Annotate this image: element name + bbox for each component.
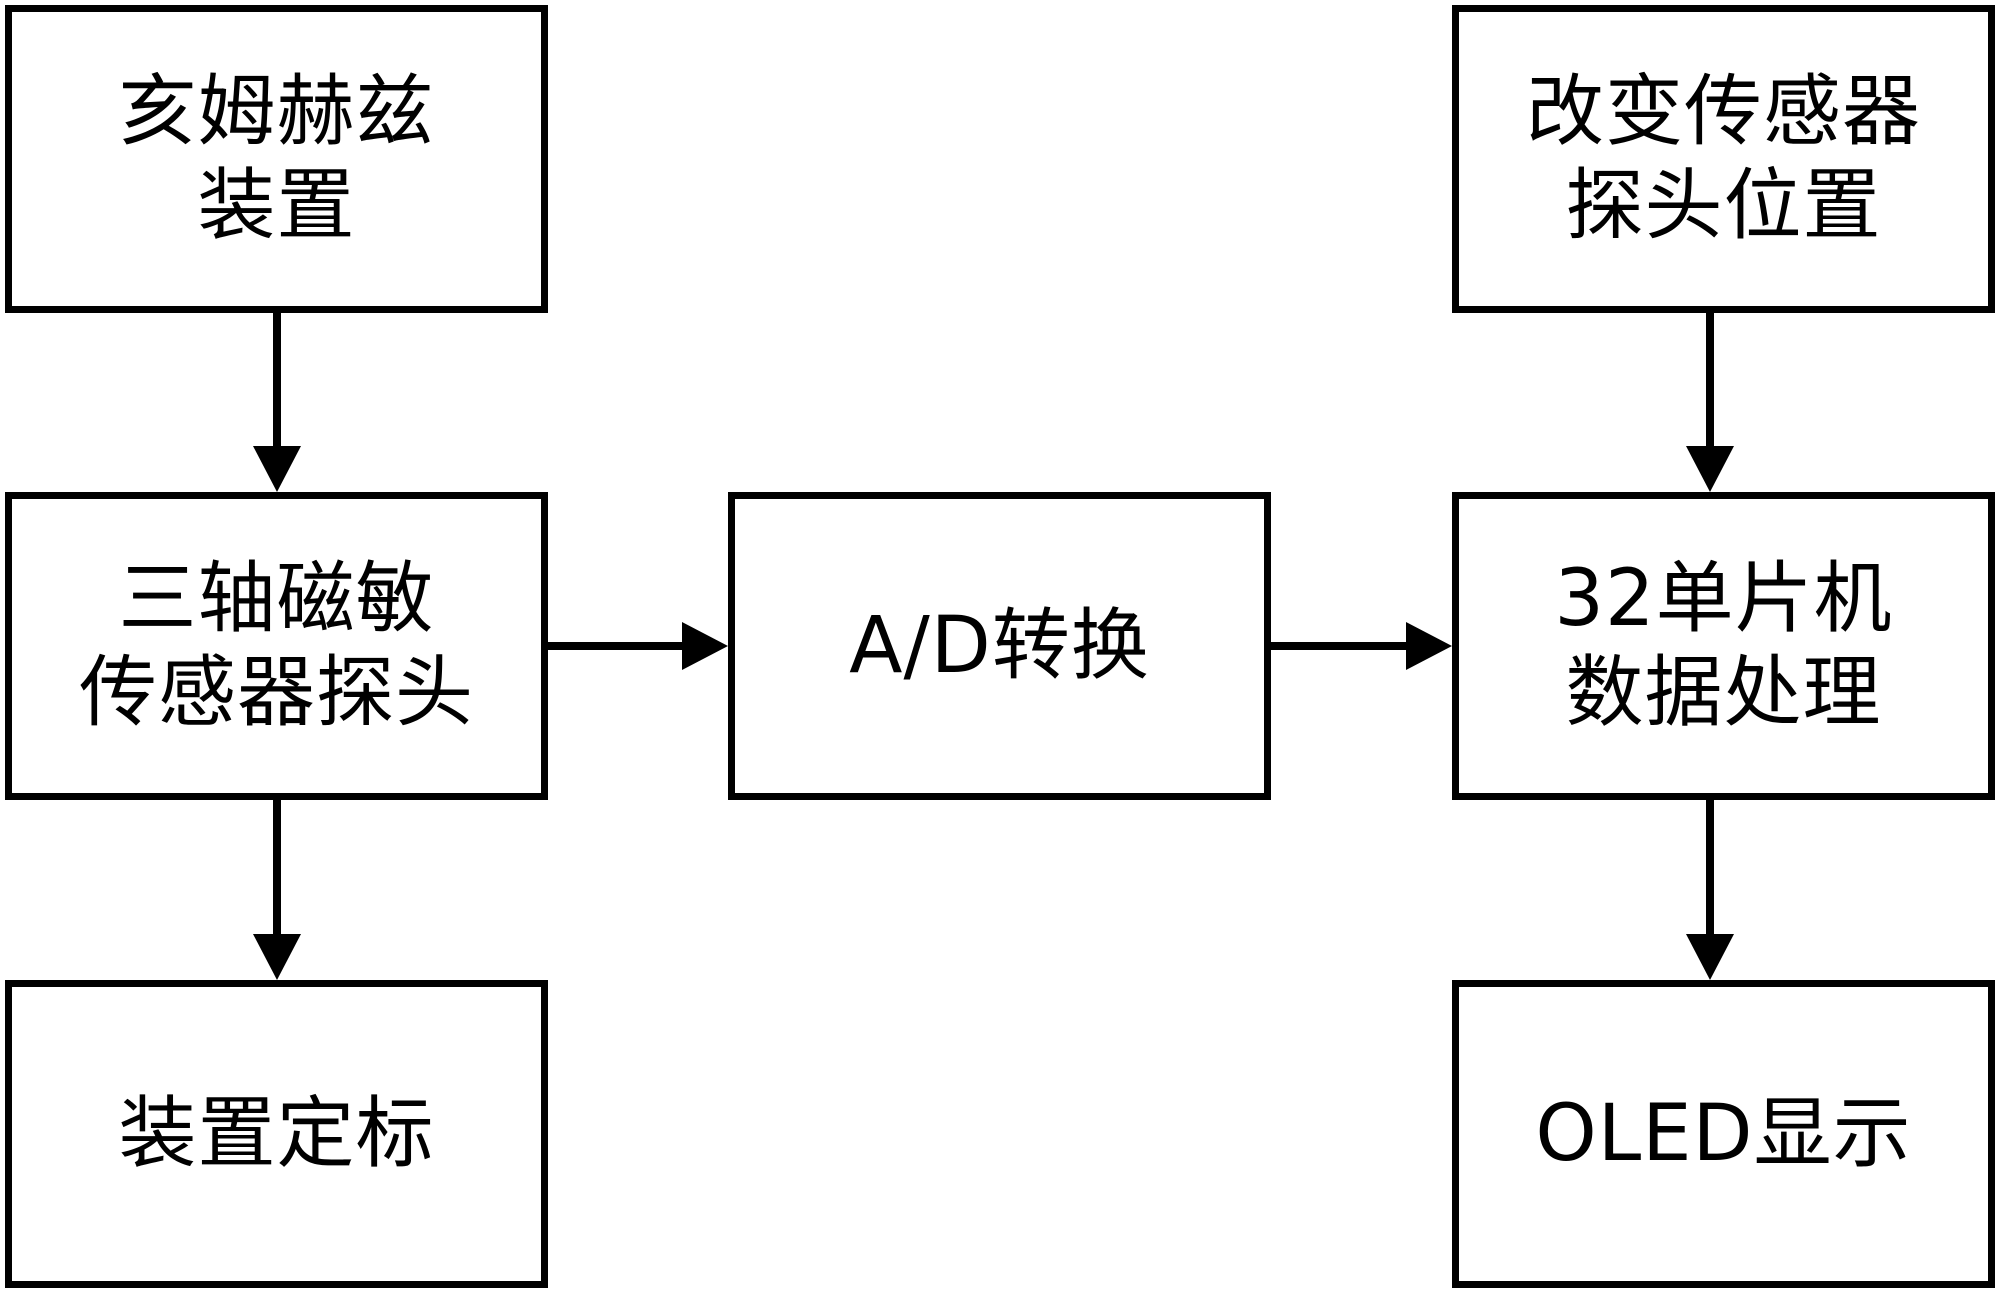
node-label-line: 数据处理 <box>1565 648 1882 738</box>
node-label-line: 传感器探头 <box>78 648 474 738</box>
arrow-sensor-probe-to-calibration <box>253 800 301 980</box>
node-label-line: 改变传感器 <box>1525 67 1921 157</box>
arrow-helmholtz-to-sensor-probe <box>253 313 301 492</box>
node-change-probe-position: 改变传感器 探头位置 <box>1452 5 1995 313</box>
node-label-line: 装置 <box>197 161 356 251</box>
node-device-calibration: 装置定标 <box>5 980 548 1288</box>
node-label-line: 32单片机 <box>1554 554 1893 644</box>
node-label-line: A/D转换 <box>849 601 1150 691</box>
node-triaxial-sensor-probe: 三轴磁敏 传感器探头 <box>5 492 548 800</box>
node-label-line: 三轴磁敏 <box>118 554 435 644</box>
node-ad-conversion: A/D转换 <box>728 492 1271 800</box>
arrow-sensor-probe-to-ad <box>548 622 728 670</box>
node-oled-display: OLED显示 <box>1452 980 1995 1288</box>
arrow-ad-to-mcu <box>1271 622 1452 670</box>
node-mcu-data-processing: 32单片机 数据处理 <box>1452 492 1995 800</box>
node-label-line: 装置定标 <box>118 1089 435 1179</box>
node-label-line: 亥姆赫兹 <box>118 67 435 157</box>
node-helmholtz-device: 亥姆赫兹 装置 <box>5 5 548 313</box>
node-label-line: OLED显示 <box>1535 1089 1912 1179</box>
node-label-line: 探头位置 <box>1565 161 1882 251</box>
arrow-mcu-to-oled <box>1686 800 1734 980</box>
arrow-probe-position-to-mcu <box>1686 313 1734 492</box>
